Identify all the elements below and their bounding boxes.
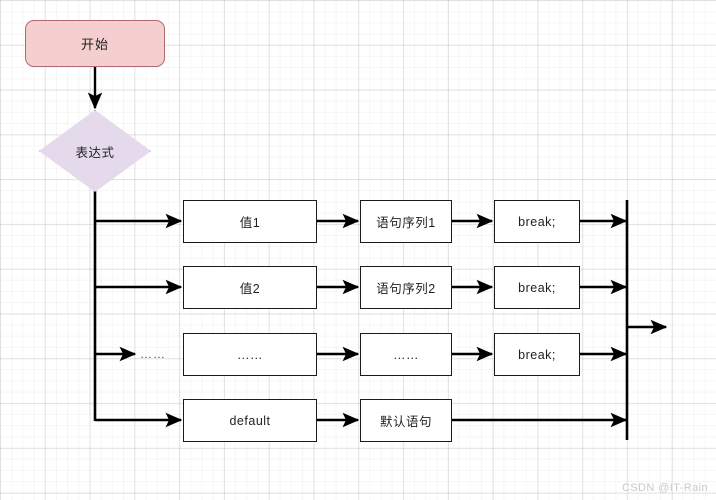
- decision-node[interactable]: 表达式: [39, 110, 151, 192]
- start-node[interactable]: 开始: [25, 20, 165, 67]
- break-box-3-label: break;: [518, 347, 556, 362]
- break-box-2[interactable]: break;: [494, 266, 580, 309]
- case-box-2-label: 值2: [239, 282, 261, 296]
- case-box-2[interactable]: 值2: [183, 266, 317, 309]
- break-box-1[interactable]: break;: [494, 200, 580, 243]
- statement-box-2-label: 语句序列2: [376, 282, 436, 296]
- statement-box-3[interactable]: ……: [360, 333, 452, 376]
- statement-box-1-label: 语句序列1: [376, 216, 436, 230]
- decision-node-label: 表达式: [75, 145, 115, 160]
- case-box-default-label: default: [229, 413, 271, 428]
- break-box-2-label: break;: [518, 280, 556, 295]
- branch-3-side-label: ……: [140, 347, 166, 361]
- statement-box-1[interactable]: 语句序列1: [360, 200, 452, 243]
- case-box-3-label: ……: [237, 347, 263, 362]
- start-node-label: 开始: [80, 37, 109, 52]
- break-box-1-label: break;: [518, 214, 556, 229]
- statement-box-default[interactable]: 默认语句: [360, 399, 452, 442]
- case-box-1[interactable]: 值1: [183, 200, 317, 243]
- statement-box-3-label: ……: [393, 347, 419, 362]
- watermark: CSDN @IT-Rain: [621, 482, 708, 494]
- break-box-3[interactable]: break;: [494, 333, 580, 376]
- case-box-1-label: 值1: [239, 216, 261, 230]
- statement-box-default-label: 默认语句: [379, 415, 432, 429]
- statement-box-2[interactable]: 语句序列2: [360, 266, 452, 309]
- case-box-default[interactable]: default: [183, 399, 317, 442]
- case-box-3[interactable]: ……: [183, 333, 317, 376]
